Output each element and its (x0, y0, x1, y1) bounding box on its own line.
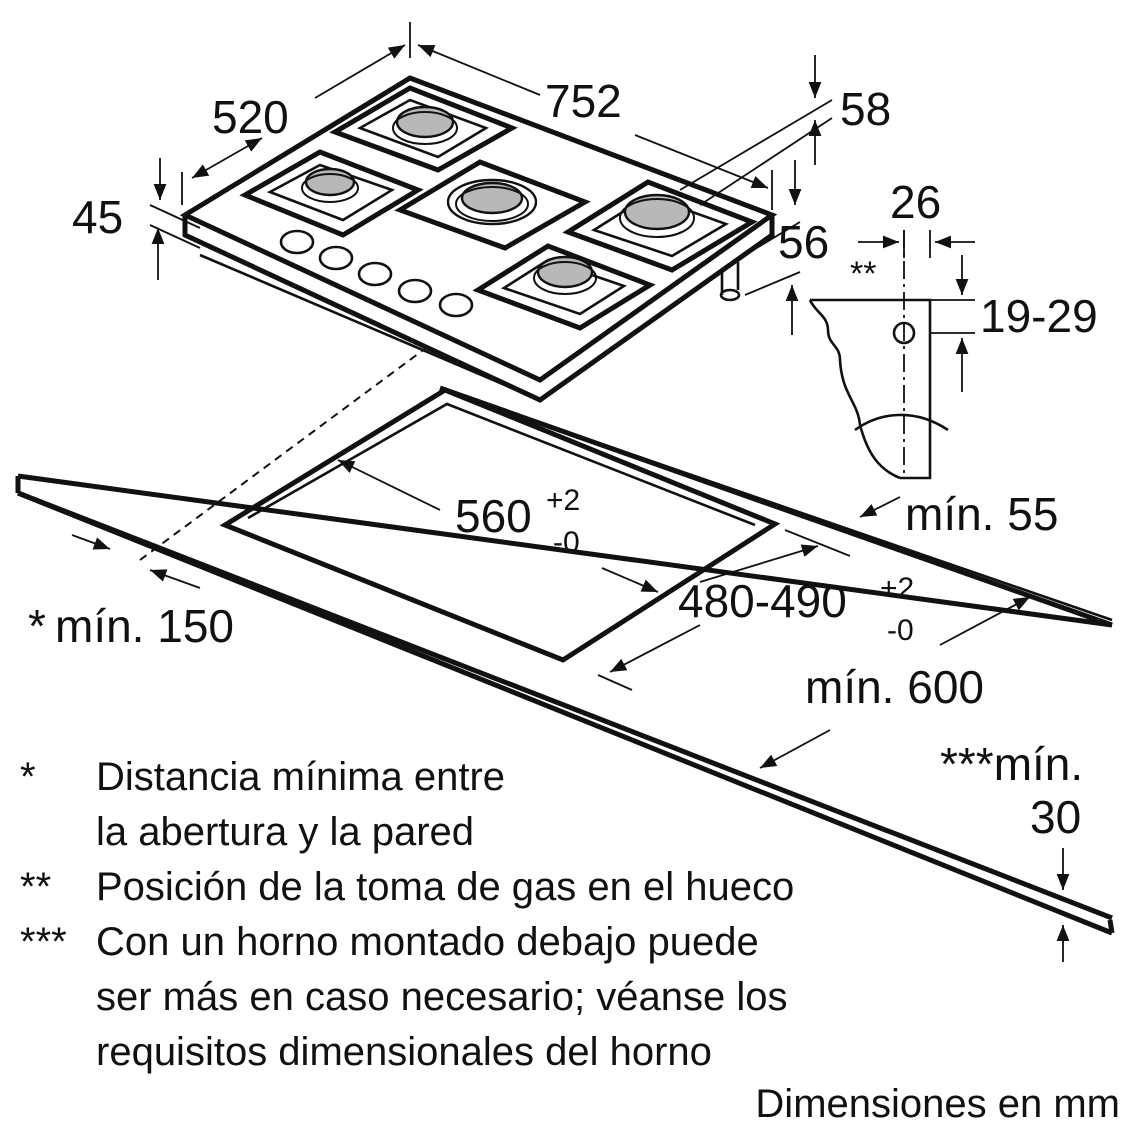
note-2: ** Posición de la toma de gas en el huec… (20, 860, 794, 915)
note-1-line-1: Distancia mínima entre (96, 755, 506, 799)
dim-min-55: mín. 55 (905, 488, 1058, 540)
dim-752: 752 (545, 75, 622, 127)
note-3-mark: *** (20, 920, 67, 964)
note-3-line-1: Con un horno montado debajo puede (96, 920, 759, 964)
dim-min-600: mín. 600 (805, 661, 984, 713)
dim-560-tol-plus: +2 (546, 484, 580, 517)
dim-520: 520 (212, 91, 289, 143)
note-2-mark: ** (20, 865, 52, 909)
cutout (139, 344, 781, 663)
note-3-line-2: ser más en caso necesario; véanse los (96, 975, 788, 1019)
dim-480-tol-plus: +2 (880, 572, 914, 605)
dim-560: 560 (455, 490, 532, 542)
worktop (15, 385, 1115, 936)
dim-480-490: 480-490 (678, 575, 847, 627)
dim-45: 45 (72, 191, 123, 243)
burner-front-left (239, 149, 424, 238)
cooktop-edge (182, 215, 775, 403)
units-footer: Dimensiones en mm (755, 1082, 1120, 1126)
dim-58: 58 (840, 83, 891, 135)
note-1-mark: * (20, 755, 36, 799)
dim-26: 26 (890, 176, 941, 228)
notes-legend: * Distancia mínima entre la abertura y l… (20, 750, 794, 1080)
dim-560-tol-minus: -0 (553, 526, 580, 559)
burner-rear-right (562, 179, 758, 273)
dim-min-30-label: ***mín. (940, 738, 1083, 790)
note-3-line-3: requisitos dimensionales del horno (96, 1030, 712, 1074)
note-1-line-2: la abertura y la pared (96, 810, 475, 854)
burner-rear-left (329, 85, 518, 173)
gas-marker: ** (850, 255, 876, 293)
dim-min-150-mark: * (28, 600, 46, 652)
note-3: *** Con un horno montado debajo puede se… (20, 915, 794, 1080)
dim-480-tol-minus: -0 (887, 614, 914, 647)
note-1: * Distancia mínima entre la abertura y l… (20, 750, 794, 860)
burner-front-right (472, 243, 656, 331)
cooktop (179, 75, 778, 403)
dim-19-29: 19-29 (980, 290, 1098, 342)
control-knobs (279, 229, 474, 318)
dim-min-30-value: 30 (1030, 791, 1081, 843)
gas-inlet-detail: 26 ** 19-29 (808, 176, 1098, 480)
burner-center-wok (394, 159, 591, 251)
note-2-line-1: Posición de la toma de gas en el hueco (96, 865, 795, 909)
dim-56: 56 (778, 216, 829, 268)
dim-min-150: mín. 150 (55, 600, 234, 652)
gas-connector (720, 262, 740, 295)
